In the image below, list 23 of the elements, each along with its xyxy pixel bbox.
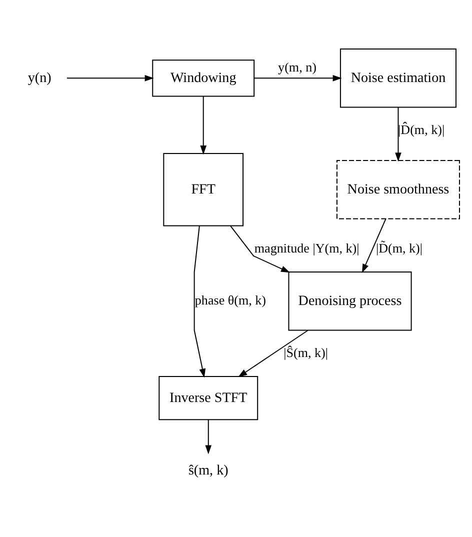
node-box: Noise smoothness	[336, 160, 460, 219]
edge-label: y(m, n)	[278, 59, 316, 74]
edge-label: |D̃(m, k)|	[376, 240, 422, 255]
edge-label: |D̂(m, k)|	[398, 121, 445, 136]
node-box: FFT	[163, 152, 244, 226]
node-box: Inverse STFT	[158, 375, 258, 420]
arrow	[66, 74, 154, 81]
arrow	[200, 96, 207, 154]
node-text: y(n)	[28, 69, 52, 86]
arrow	[230, 225, 290, 272]
node-box: Windowing	[152, 59, 255, 96]
arrow	[194, 226, 206, 378]
arrow	[205, 419, 212, 454]
node-box: Noise estimation	[340, 48, 456, 108]
arrow	[395, 106, 402, 162]
node-text: ŝ(m, k)	[188, 462, 228, 478]
arrow	[254, 74, 342, 81]
edge-label: |Ŝ(m, k)|	[284, 344, 328, 360]
edge-label: magnitude |Y(m, k)|	[254, 240, 360, 255]
arrow	[362, 218, 386, 273]
edge-label: phase θ(m, k)	[194, 292, 266, 308]
node-box: Denoising process	[288, 271, 412, 330]
arrow	[238, 329, 308, 377]
